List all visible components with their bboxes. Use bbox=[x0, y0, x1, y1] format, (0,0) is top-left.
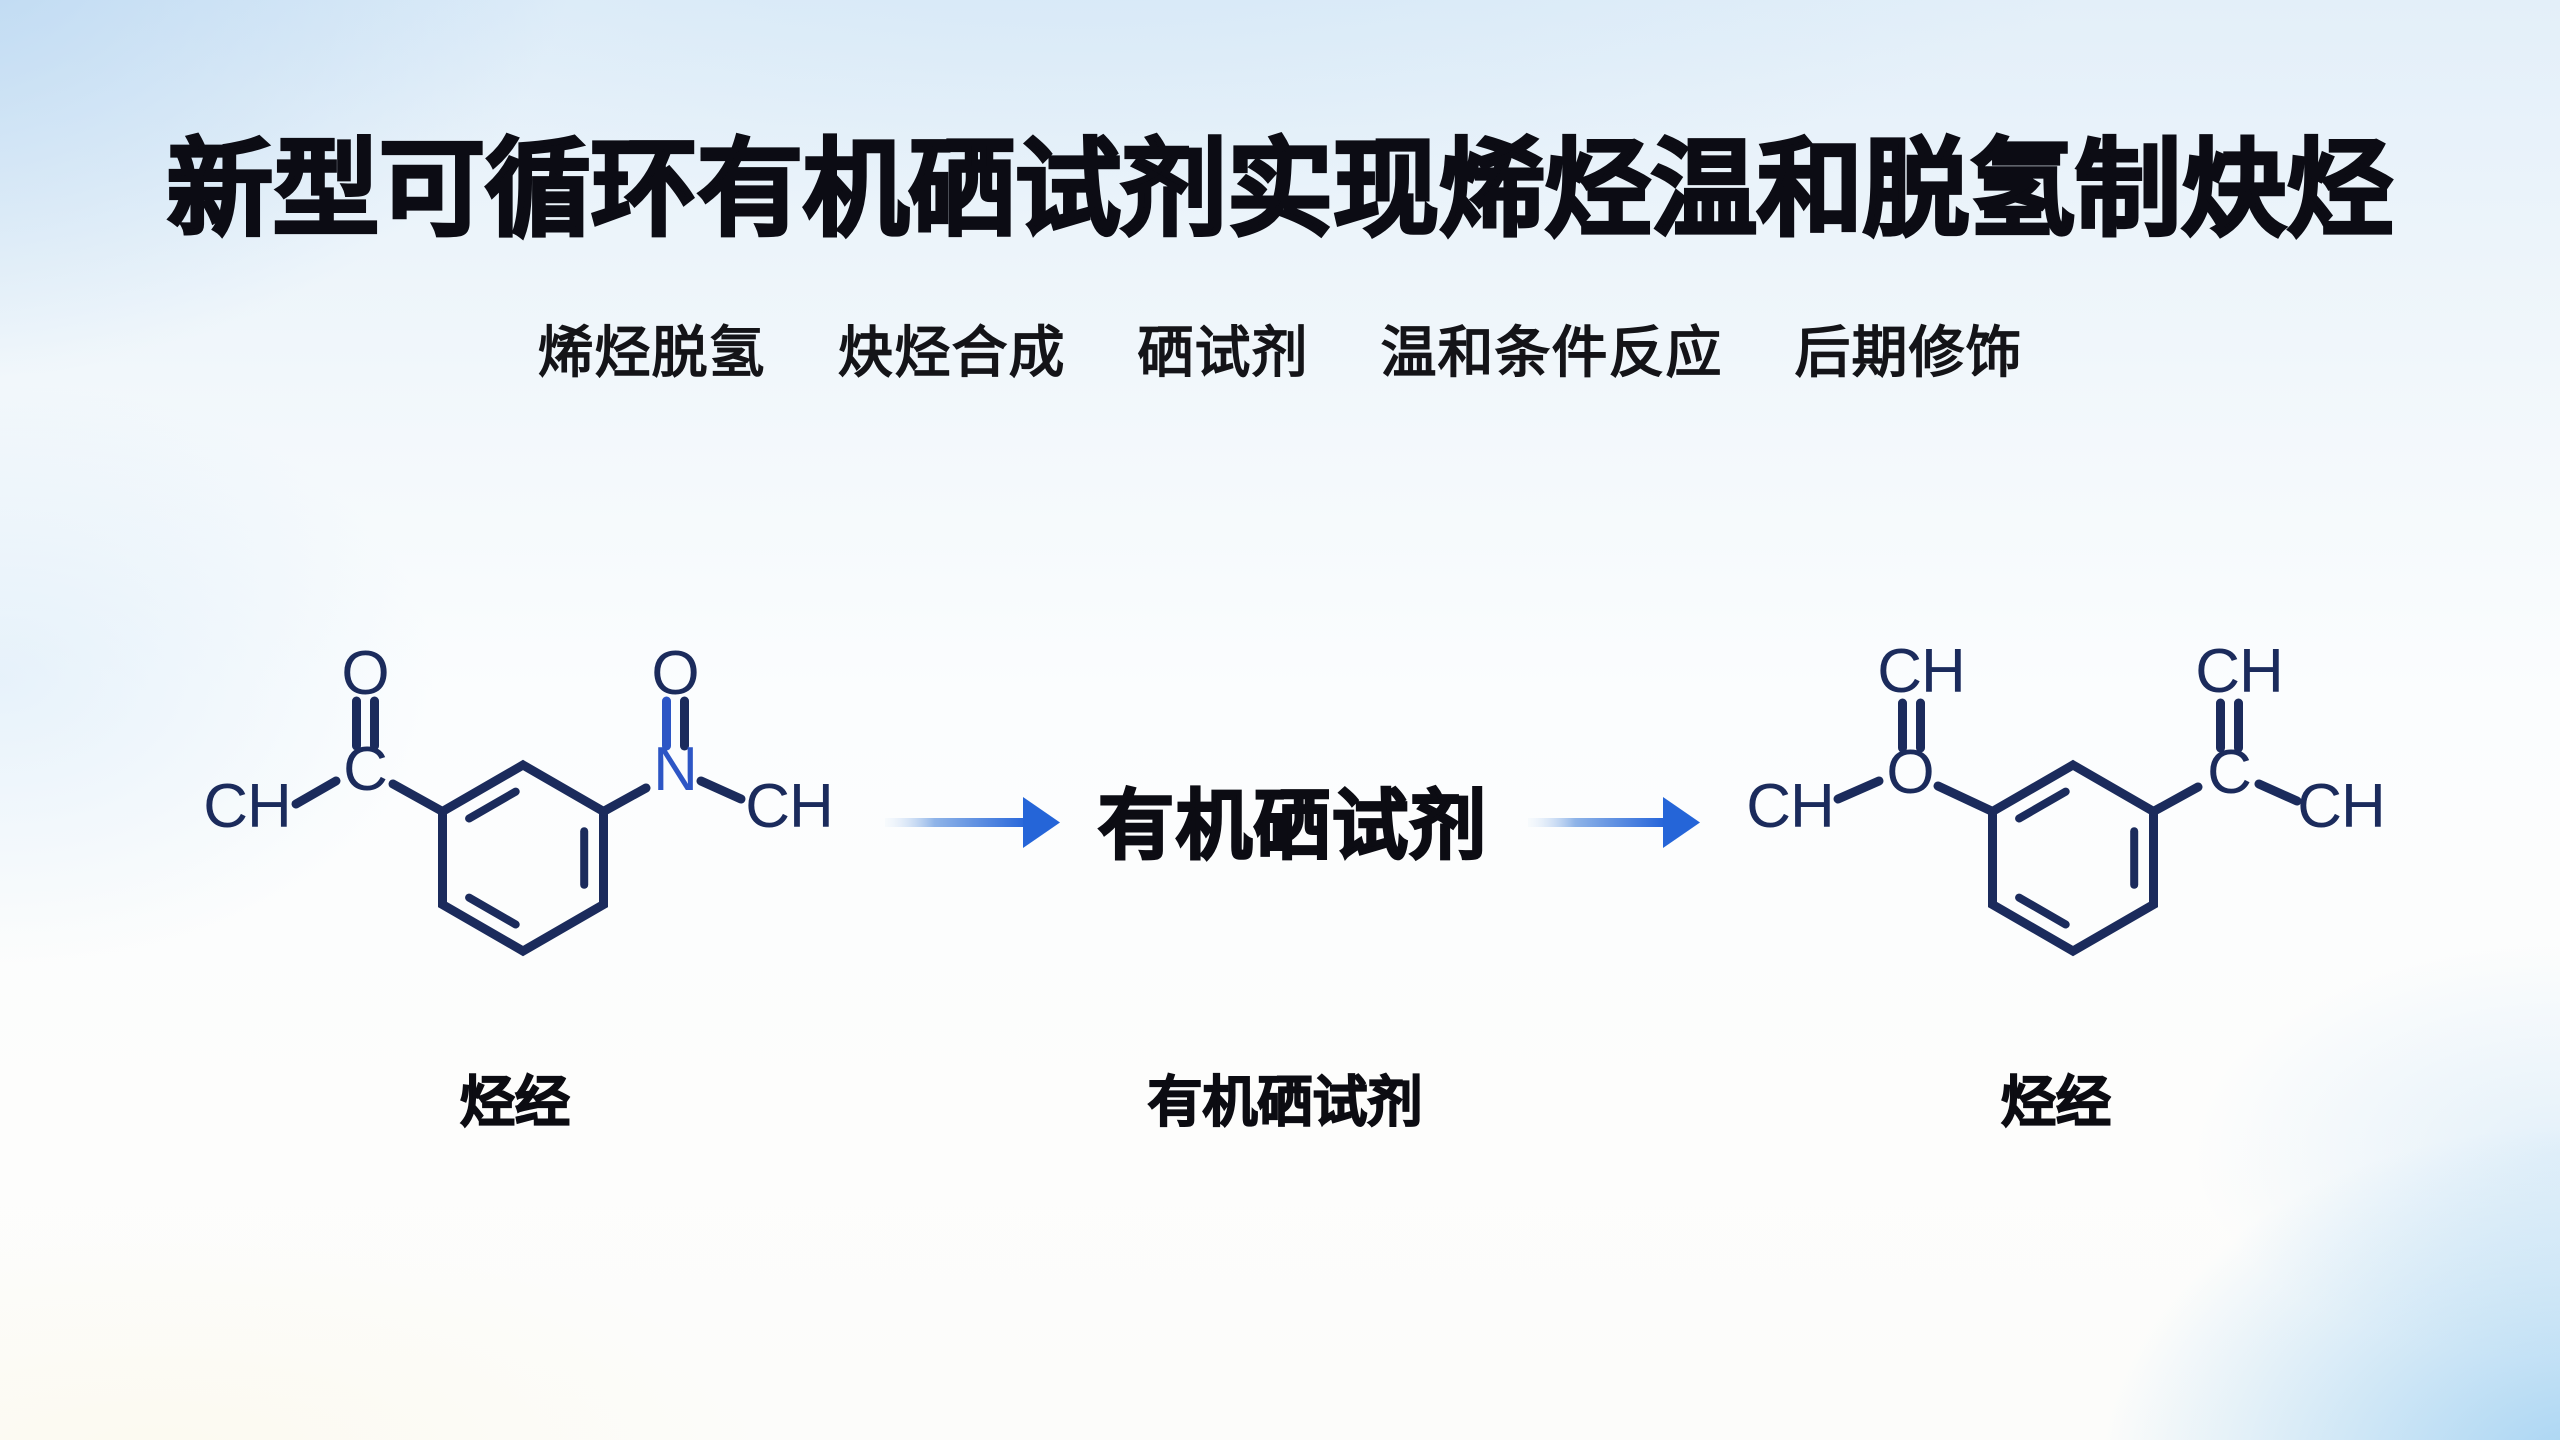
reaction-arrow-left bbox=[885, 797, 1060, 848]
keyword: 后期修饰 bbox=[1794, 321, 2023, 384]
keyword: 炔烃合成 bbox=[837, 321, 1066, 384]
atom-label-nitrogen: N bbox=[653, 735, 697, 804]
atom-label-ch: CH bbox=[2195, 637, 2283, 706]
bond-ch-c bbox=[291, 776, 341, 809]
atom-label-ch: CH bbox=[1746, 772, 1834, 841]
ring-double-bond bbox=[2015, 787, 2070, 823]
page-title: 新型可循环有机硒试剂实现烯烃温和脱氢制炔烃 bbox=[166, 130, 2395, 251]
molecule-left: O C CH N O CH bbox=[203, 639, 834, 957]
atom-label-ch: CH bbox=[745, 772, 833, 841]
atom-label-junction: O bbox=[1886, 738, 1933, 807]
atom-label-oxygen: O bbox=[651, 639, 698, 708]
keyword: 烯烃脱氢 bbox=[537, 321, 766, 384]
right-molecule-label: 烃经 bbox=[2000, 1070, 2112, 1134]
atom-label-ch: CH bbox=[1877, 637, 1965, 706]
ring-double-bond bbox=[465, 787, 520, 823]
keyword: 硒试剂 bbox=[1137, 321, 1309, 384]
arrow-shaft bbox=[885, 818, 1027, 827]
benzene-ring bbox=[438, 759, 608, 957]
reagent-text: 有机硒试剂 bbox=[1098, 784, 1488, 869]
atom-label-junction: C bbox=[2207, 738, 2251, 807]
atom-label-ch: CH bbox=[2297, 772, 2385, 841]
molecule-right: CH O CH CH C CH bbox=[1746, 637, 2386, 957]
benzene-ring bbox=[1988, 759, 2158, 957]
bond-ring-n bbox=[599, 783, 651, 816]
ring-double-bond bbox=[465, 893, 520, 929]
atom-label-ch: CH bbox=[203, 772, 291, 841]
reaction-arrow-right bbox=[1528, 797, 1700, 848]
atom-label-oxygen: O bbox=[341, 639, 388, 708]
bond-junction-ring bbox=[1933, 781, 1997, 816]
arrow-shaft bbox=[1528, 818, 1663, 827]
bond-ring-junction bbox=[2149, 782, 2203, 816]
bond-c-ring bbox=[388, 779, 447, 816]
atom-label-carbon: C bbox=[343, 735, 387, 804]
keyword-list: 烯烃脱氢 炔烃合成 硒试剂 温和条件反应 后期修饰 bbox=[0, 308, 2560, 389]
ring-double-bond bbox=[2015, 893, 2070, 929]
left-molecule-label: 烃经 bbox=[459, 1070, 571, 1134]
bond-junction-ch bbox=[2254, 779, 2302, 806]
arrow-head bbox=[1023, 797, 1060, 848]
reaction-scheme: O C CH N O CH 有机硒试剂 CH O CH bbox=[203, 637, 2386, 957]
bond-ch-junction bbox=[1833, 776, 1884, 804]
center-reagent-label: 有机硒试剂 bbox=[1147, 1070, 1424, 1134]
keyword: 温和条件反应 bbox=[1380, 321, 1723, 384]
arrow-head bbox=[1663, 797, 1700, 848]
bond-n-ch bbox=[696, 776, 746, 804]
